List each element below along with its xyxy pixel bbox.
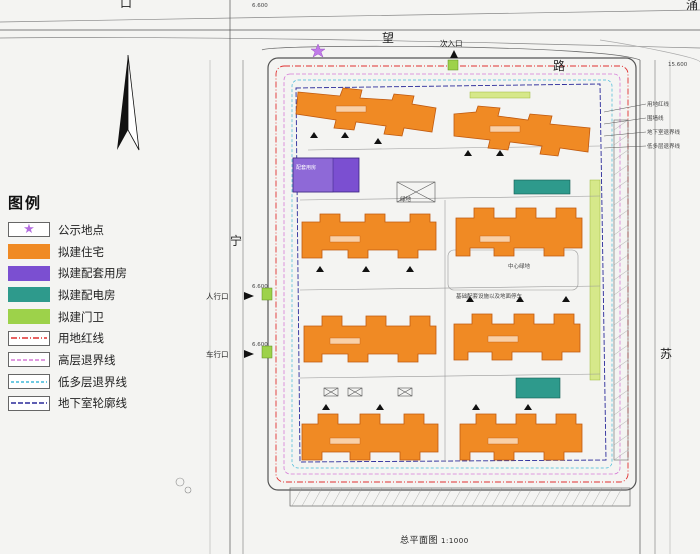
legend-line-sample	[11, 359, 47, 361]
legend-item-label: 高层退界线	[58, 352, 116, 367]
legend-item-label: 用地红线	[58, 331, 104, 346]
gate-north	[447, 59, 459, 71]
pedestrian-entrance-label: 人行口	[206, 292, 229, 301]
elevation-top-right: 15.600	[668, 62, 688, 68]
amenity-note: 配套用房	[296, 165, 317, 171]
elevation-ped: 6.600	[252, 284, 268, 290]
building-7	[301, 413, 439, 461]
sheet-title-text: 总平面图	[400, 536, 439, 546]
legend-line-swatch	[8, 395, 50, 411]
north-arrow	[117, 54, 140, 151]
legend-item: 低多层退界线	[8, 371, 198, 393]
building-2	[453, 105, 591, 157]
legend-item: 拟建配套用房	[8, 262, 198, 284]
legend-item-label: 地下室轮廓线	[58, 396, 127, 411]
legend-fill-swatch	[8, 244, 50, 260]
legend-item-label: 低多层退界线	[58, 374, 127, 389]
legend-line-sample	[11, 337, 47, 339]
legend-line-sample	[11, 380, 47, 383]
amenity-inner-box	[292, 157, 334, 193]
legend-item: 拟建配电房	[8, 284, 198, 306]
legend-item: 高层退界线	[8, 349, 198, 371]
building-tags	[329, 105, 521, 445]
legend-line-sample	[11, 402, 47, 405]
green-strip-north	[469, 91, 531, 99]
road-name-west: 宁	[230, 234, 243, 248]
legend-fill-swatch	[8, 309, 50, 325]
green-zone-label: 绿地	[400, 197, 412, 203]
residential-buildings	[295, 87, 591, 461]
amenity-building	[292, 157, 360, 193]
elevation-veh: 6.600	[252, 342, 268, 348]
legend-line-swatch	[8, 374, 50, 390]
legend-fill-swatch	[8, 287, 50, 303]
legend-item-label: 拟建配电房	[58, 287, 116, 302]
legend: 图例 ★ 公示地点拟建住宅拟建配套用房拟建配电房拟建门卫用地红线高层退界线低多层退…	[8, 192, 198, 414]
elevation-top: 6.600	[252, 3, 268, 9]
road-name-north-2: 路	[553, 59, 566, 73]
cross-boxes	[323, 181, 436, 397]
center-note: 基础配套设施以及地面停车	[456, 294, 523, 300]
legend-item: ★ 公示地点	[8, 219, 198, 241]
star-icon: ★	[23, 222, 35, 238]
road-markers	[175, 477, 192, 494]
right-note-2: 围墙线	[647, 116, 664, 122]
legend-item-label: 拟建住宅	[58, 244, 104, 259]
green-strip-east	[589, 179, 601, 381]
boundary-wall	[289, 119, 631, 507]
right-note-3: 地下室退界线	[647, 130, 681, 136]
annotation-leaders	[603, 103, 647, 149]
legend-fill-swatch	[8, 265, 50, 281]
secondary-entrance-label: 次入口	[440, 39, 463, 48]
entrance-markers	[244, 50, 570, 410]
right-note-1: 用地红线	[647, 102, 670, 108]
legend-item: 用地红线	[8, 327, 198, 349]
building-5	[303, 315, 437, 363]
notice-star	[310, 43, 326, 58]
sheet-scale: 1:1000	[441, 537, 469, 545]
legend-item-label: 公示地点	[58, 222, 104, 237]
substation-north	[513, 179, 571, 195]
internal-roads	[299, 145, 601, 462]
substation-south	[515, 377, 561, 399]
road-name-east: 苏	[660, 347, 673, 361]
vehicle-entrance-label: 车行口	[206, 350, 229, 359]
right-note-4: 低多层退界线	[647, 144, 681, 150]
legend-item: 拟建门卫	[8, 306, 198, 328]
legend-item-label: 拟建门卫	[58, 309, 104, 324]
road-name-partial-left: 口	[120, 0, 133, 10]
road-name-partial-right: 涌	[686, 0, 699, 12]
legend-line-swatch	[8, 352, 50, 368]
legend-item: 地下室轮廓线	[8, 393, 198, 415]
legend-item: 拟建住宅	[8, 241, 198, 263]
building-4	[455, 207, 583, 257]
road-name-north-1: 望	[382, 31, 395, 45]
legend-title: 图例	[8, 194, 43, 212]
legend-rows: ★ 公示地点拟建住宅拟建配套用房拟建配电房拟建门卫用地红线高层退界线低多层退界线地…	[8, 219, 198, 414]
building-8	[459, 413, 583, 461]
legend-line-swatch	[8, 330, 50, 346]
legend-star-swatch: ★	[8, 222, 50, 238]
center-square-label: 中心绿地	[508, 264, 531, 270]
building-3	[301, 213, 437, 259]
gate-west-2	[261, 345, 273, 359]
gate-west-1	[261, 287, 273, 301]
legend-item-label: 拟建配套用房	[58, 266, 127, 281]
